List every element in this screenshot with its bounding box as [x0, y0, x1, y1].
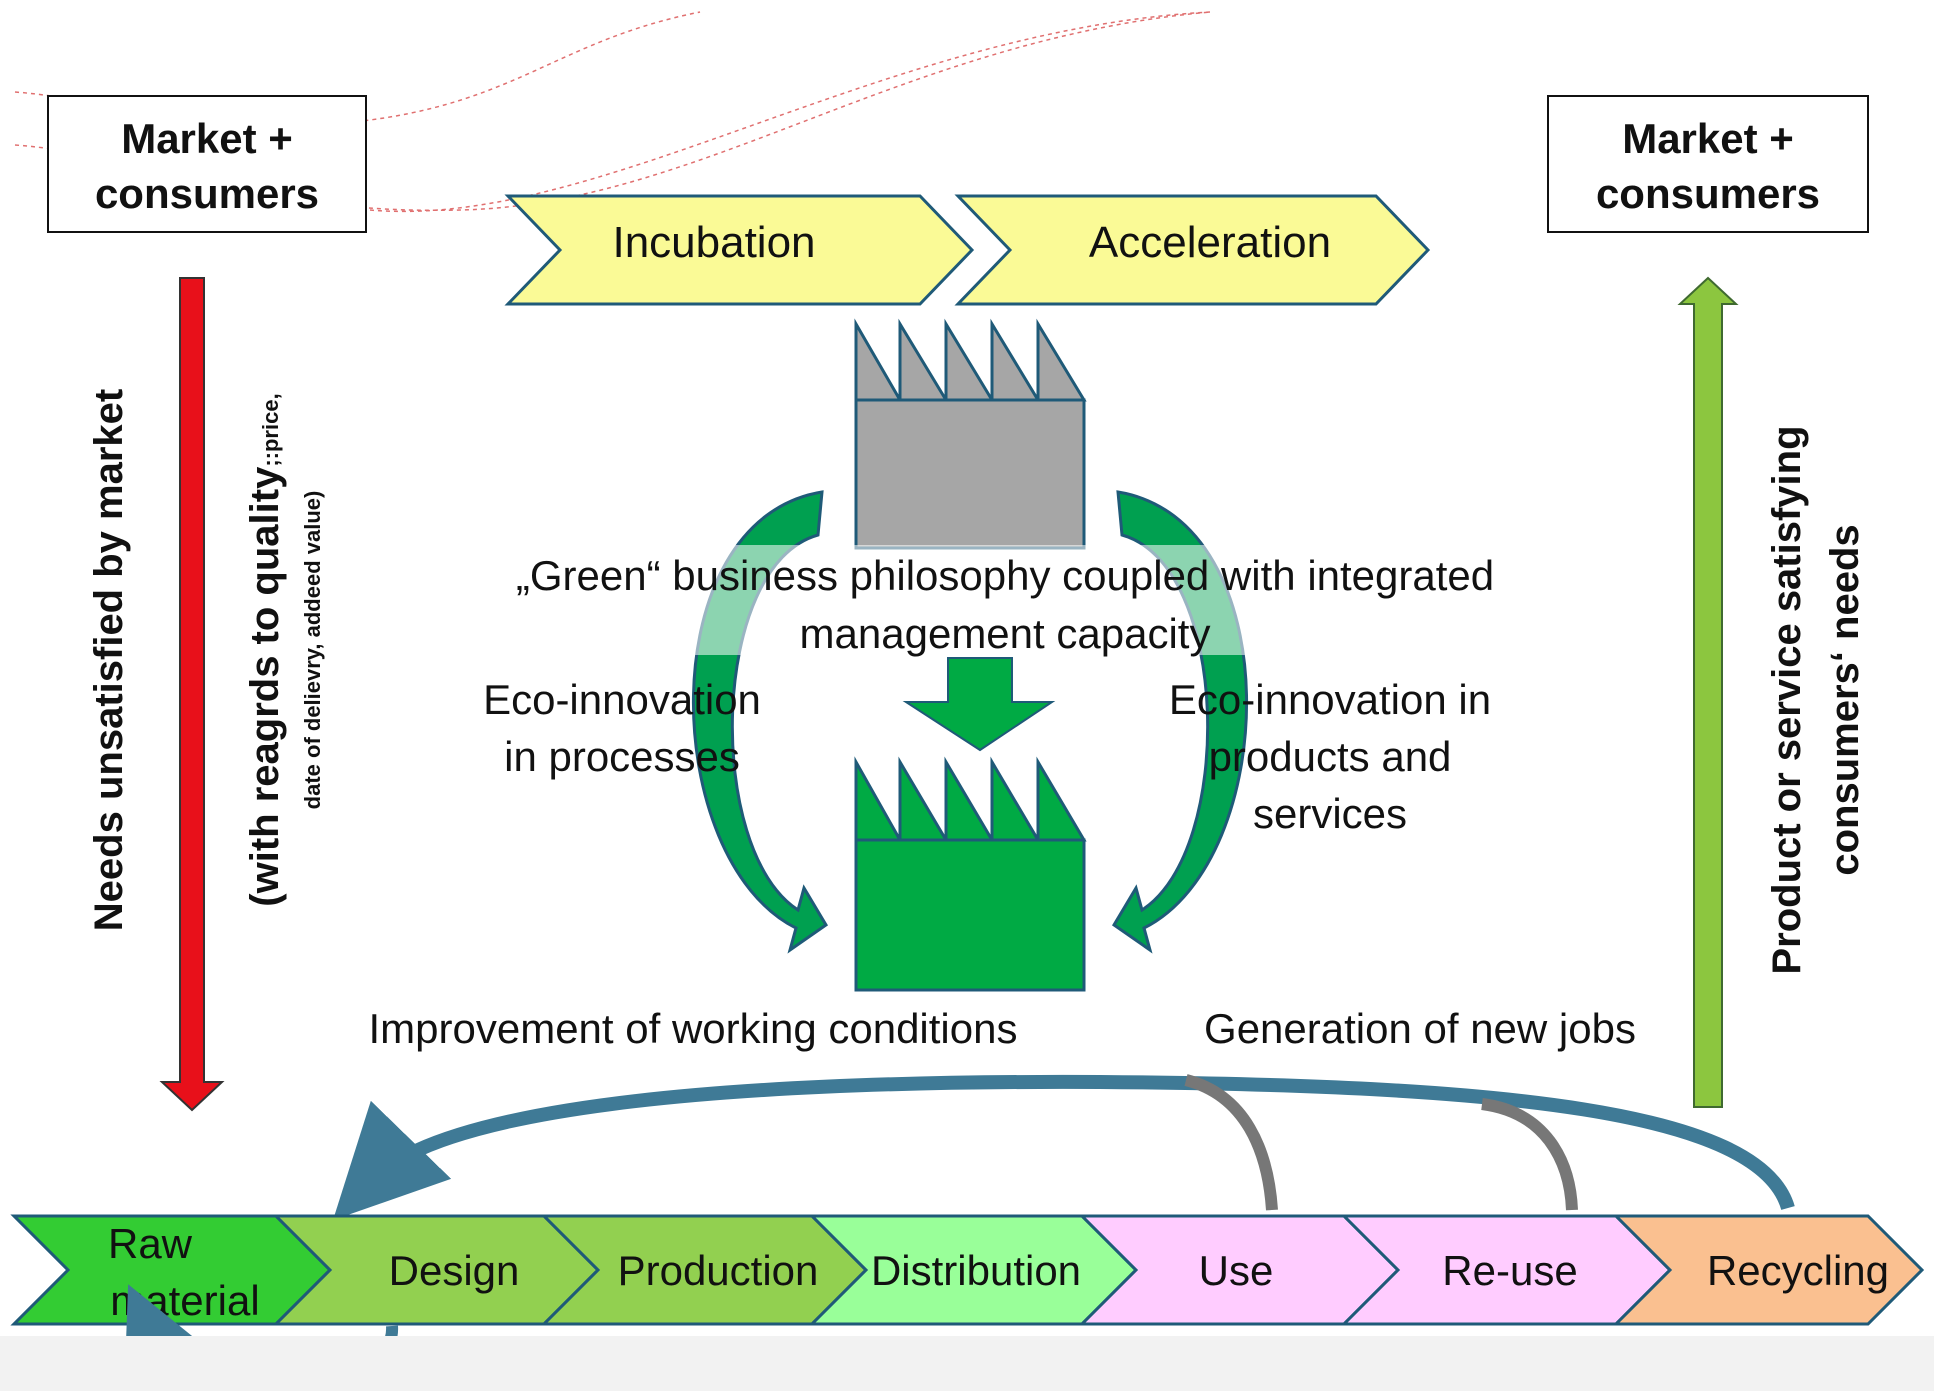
market-left-line2: consumers [95, 170, 319, 217]
chain-design: Design [272, 1214, 601, 1326]
acceleration-chevron: Acceleration [954, 194, 1431, 306]
chain-distribution: Distribution [808, 1214, 1139, 1326]
philosophy-line1: „Green“ business philosophy coupled with… [516, 552, 1494, 599]
quality-note-small: ;:price, [258, 393, 283, 466]
production-label: Production [618, 1247, 819, 1294]
incubation-chevron: Incubation [504, 194, 975, 306]
chain-raw-material: Raw material [10, 1214, 333, 1326]
eco-products-line3: services [1253, 790, 1407, 837]
quality-note-main: (with reagrds to quality [243, 466, 287, 907]
recycling-label: Recycling [1707, 1247, 1889, 1294]
recycling-loop-arrow [332, 1074, 1795, 1221]
raw-material-line2: material [110, 1277, 259, 1324]
gray-factory-icon [854, 318, 1087, 550]
market-consumers-right-box: Market + consumers [1547, 95, 1869, 233]
distribution-label: Distribution [871, 1247, 1081, 1294]
bottom-strip [0, 1336, 1934, 1391]
design-label: Design [389, 1247, 520, 1294]
satisfaction-up-arrow [1677, 276, 1739, 1108]
down-arrow-icon [902, 657, 1056, 752]
market-right-line1: Market + [1622, 115, 1794, 162]
use-label: Use [1199, 1247, 1274, 1294]
reuse-label: Re-use [1442, 1247, 1577, 1294]
green-factory-icon [854, 756, 1087, 992]
quality-note-line1: (with reagrds to quality;:price, [243, 393, 287, 906]
product-satisfying-line2: consumers‘ needs [1823, 524, 1867, 875]
market-consumers-left-box: Market + consumers [47, 95, 367, 233]
use-link-curve [1184, 1074, 1278, 1211]
needs-down-arrow [159, 277, 225, 1112]
quality-note-line2: date of delievry, addeed value) [300, 491, 325, 810]
product-satisfying-line1: Product or service satisfying [1765, 425, 1809, 974]
new-jobs-label: Generation of new jobs [1204, 1005, 1636, 1052]
reuse-link-curve [1481, 1098, 1578, 1211]
philosophy-line2: management capacity [800, 610, 1211, 657]
chain-recycling: Recycling [1612, 1214, 1925, 1326]
eco-products-text: Eco-innovation in products and services [1169, 676, 1491, 837]
chain-reuse: Re-use [1340, 1214, 1673, 1326]
eco-processes-line1: Eco-innovation [483, 676, 761, 723]
working-conditions-label: Improvement of working conditions [369, 1005, 1018, 1052]
eco-processes-line2: in processes [504, 733, 740, 780]
acceleration-label: Acceleration [1089, 218, 1331, 267]
raw-material-line1: Raw [108, 1220, 193, 1267]
eco-processes-text: Eco-innovation in processes [483, 676, 761, 780]
incubation-label: Incubation [612, 218, 815, 267]
eco-products-line1: Eco-innovation in [1169, 676, 1491, 723]
eco-products-line2: products and [1209, 733, 1452, 780]
needs-unsatisfied-label: Needs unsatisfied by market [87, 389, 131, 931]
market-right-line2: consumers [1596, 170, 1820, 217]
market-left-line1: Market + [121, 115, 293, 162]
chain-production: Production [540, 1214, 869, 1326]
philosophy-text: „Green“ business philosophy coupled with… [445, 545, 1575, 657]
